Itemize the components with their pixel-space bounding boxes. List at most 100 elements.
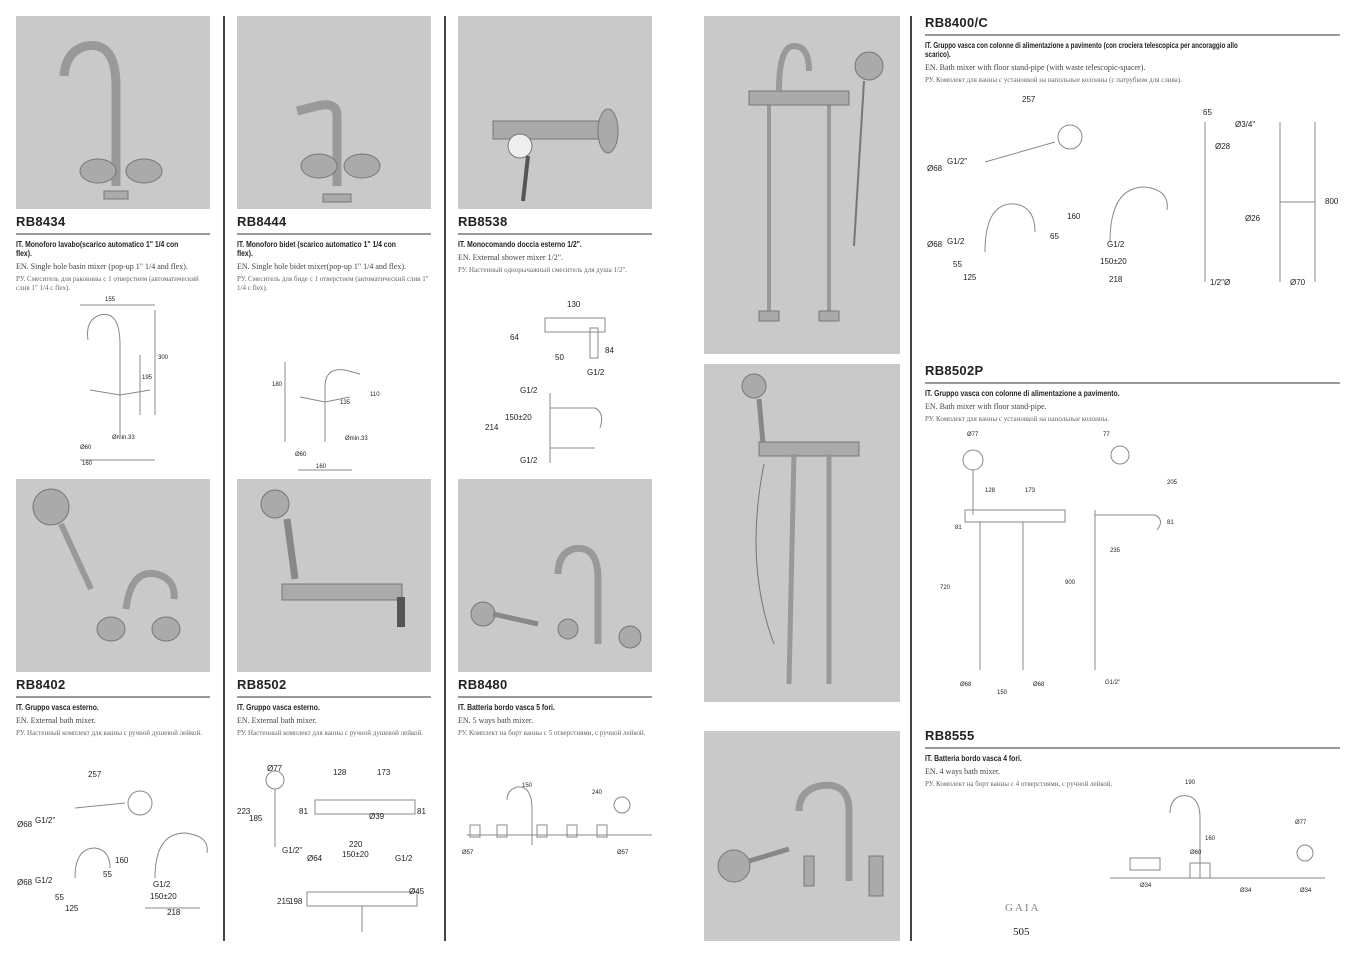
technical-drawing-rb8502: Ø77 128 173 223 185 81 Ø39 81 G1/2" 220 … (237, 762, 437, 937)
dimension-label: 160 (1067, 212, 1081, 221)
dimension-label: Ø68 (1033, 682, 1045, 688)
dimension-label: 150 (997, 690, 1008, 696)
dimension-label: 220 (349, 840, 363, 849)
dimension-label: Ø68 (17, 878, 33, 887)
brand-logo: GAIA (1005, 902, 1041, 914)
dimension-label: 50 (555, 353, 564, 362)
description-it: IT. Gruppo vasca con colonne di alimenta… (925, 389, 1120, 398)
product-photo-rb8444 (237, 16, 431, 209)
dimension-label: G1/2 (520, 386, 538, 395)
dimension-label: 81 (1167, 520, 1174, 526)
product-code: RB8480 (458, 677, 652, 698)
product-rb8555: RB8555 IT. Batteria bordo vasca 4 fori. … (925, 728, 1340, 789)
dimension-label: 81 (955, 525, 962, 531)
dimension-label: Ø45 (409, 887, 425, 896)
description-ru: РУ. Настенный однорычажный смеситель для… (458, 266, 628, 274)
description-en: EN. Bath mixer with floor stand-pipe. (925, 402, 1047, 411)
description-it: IT. Monoforo lavabo(scarico automatico 1… (16, 240, 179, 258)
dimension-label: Ø60 (295, 452, 307, 458)
dimension-label: Ø60 (1190, 850, 1202, 856)
dimension-label: G1/2 (1107, 240, 1125, 249)
dimension-label: Ø57 (462, 850, 474, 856)
dimension-label: Ø39 (369, 812, 385, 821)
product-code: RB8502 (237, 677, 431, 698)
dimension-label: Ø68 (17, 820, 33, 829)
dimension-label: 77 (1103, 432, 1110, 438)
dimension-label: 160 (316, 464, 327, 470)
dimension-label: Ø60 (80, 445, 92, 451)
dimension-label: Ø70 (1290, 278, 1306, 287)
description-ru: РУ. Комплект для ванны с установкой на н… (925, 415, 1110, 423)
dimension-label: G1/2" (947, 157, 968, 166)
dimension-label: 150±20 (150, 892, 177, 901)
dimension-label: 180 (272, 382, 283, 388)
dimension-label: G1/2 (395, 854, 413, 863)
dimension-label: 160 (1205, 836, 1216, 842)
dimension-label: Ø77 (267, 764, 283, 773)
description-ru: РУ. Смеситель для раковины с 1 отверстие… (16, 275, 199, 293)
dimension-label: Ø77 (967, 432, 979, 438)
description-en: EN. Single hole basin mixer (pop-up 1" 1… (16, 262, 188, 271)
dimension-label: Ø68 (927, 164, 943, 173)
dimension-label: 128 (333, 768, 347, 777)
column-divider (223, 16, 225, 941)
dimension-label: G1/2 (520, 456, 538, 465)
dimension-label: Ø77 (1295, 820, 1307, 826)
dimension-label: 55 (55, 893, 64, 902)
description-ru: РУ. Настенный комплект для ванны с ручно… (237, 729, 423, 737)
dimension-label: 84 (605, 346, 614, 355)
dimension-label: 205 (1167, 480, 1178, 486)
product-photo-rb8538 (458, 16, 652, 209)
product-code: RB8502P (925, 363, 1340, 384)
product-code: RB8434 (16, 214, 210, 235)
dimension-label: 1/2"Ø (1210, 278, 1231, 287)
description-en: EN. External shower mixer 1/2". (458, 253, 564, 262)
technical-drawing-rb8400c: 257 Ø68 G1/2" Ø68 G1/2 55 125 65 160 G1/… (925, 92, 1345, 292)
dimension-label: 800 (1325, 197, 1339, 206)
dimension-label: 150±20 (1100, 257, 1127, 266)
description-it: IT. Gruppo vasca esterno. (16, 703, 99, 712)
dimension-label: G1/2" (282, 846, 303, 855)
product-code: RB8444 (237, 214, 431, 235)
description-en: EN. 5 ways bath mixer. (458, 716, 534, 725)
technical-drawing-rb8538: 130 64 50 84 G1/2 214 150±20 G1/2 G1/2 (485, 298, 625, 478)
column-divider (910, 16, 912, 941)
product-rb8502: RB8502 IT. Gruppo vasca esterno. EN. Ext… (237, 677, 431, 738)
dimension-label: 81 (417, 807, 426, 816)
dimension-label: Ø34 (1140, 883, 1152, 889)
dimension-label: 240 (592, 790, 603, 796)
technical-drawing-rb8502p: Ø77 128 173 81 720 Ø68 150 Ø68 77 205 81… (935, 430, 1185, 700)
description-ru: РУ. Комплект для ванны с установкой на н… (925, 76, 1182, 84)
product-rb8480: RB8480 IT. Batteria bordo vasca 5 fori. … (458, 677, 652, 738)
dimension-label: 81 (299, 807, 308, 816)
dimension-label: 235 (1110, 548, 1121, 554)
dimension-label: 720 (940, 585, 951, 591)
dimension-label: Ø34 (1240, 888, 1252, 894)
product-photo-rb8434 (16, 16, 210, 209)
dimension-label: 173 (1025, 488, 1036, 494)
dimension-label: 150±20 (342, 850, 369, 859)
technical-drawing-rb8444: 180 110 135 Ø60 Ømin.33 160 (270, 352, 390, 474)
product-photo-rb8502 (237, 479, 431, 672)
dimension-label: G1/2" (35, 816, 56, 825)
description-ru: РУ. Смеситель для биде с 1 отверстием (а… (237, 275, 429, 293)
dimension-label: 110 (370, 392, 380, 398)
product-rb8502p: RB8502P IT. Gruppo vasca con colonne di … (925, 363, 1340, 424)
dimension-label: Ø34 (1300, 888, 1312, 894)
dimension-label: G1/2 (947, 237, 965, 246)
dimension-label: 223 (237, 807, 251, 816)
dimension-label: 64 (510, 333, 519, 342)
product-rb8444: RB8444 IT. Monoforo bidet (scarico autom… (237, 214, 431, 293)
product-code: RB8555 (925, 728, 1340, 749)
technical-drawing-rb8402: 257 Ø68 G1/2" Ø68 G1/2 55 160 55 125 G1/… (15, 768, 215, 918)
dimension-label: 215 (277, 897, 291, 906)
description-en: EN. External bath mixer. (16, 716, 96, 725)
description-it: IT. Gruppo vasca con colonne di alimenta… (925, 41, 1238, 59)
dimension-label: 257 (88, 770, 102, 779)
product-code: RB8402 (16, 677, 210, 698)
dimension-label: 150 (522, 783, 533, 789)
product-rb8434: RB8434 IT. Monoforo lavabo(scarico autom… (16, 214, 210, 293)
dimension-label: 300 (158, 355, 169, 361)
dimension-label: 125 (963, 273, 977, 282)
dimension-label: 135 (340, 400, 351, 406)
